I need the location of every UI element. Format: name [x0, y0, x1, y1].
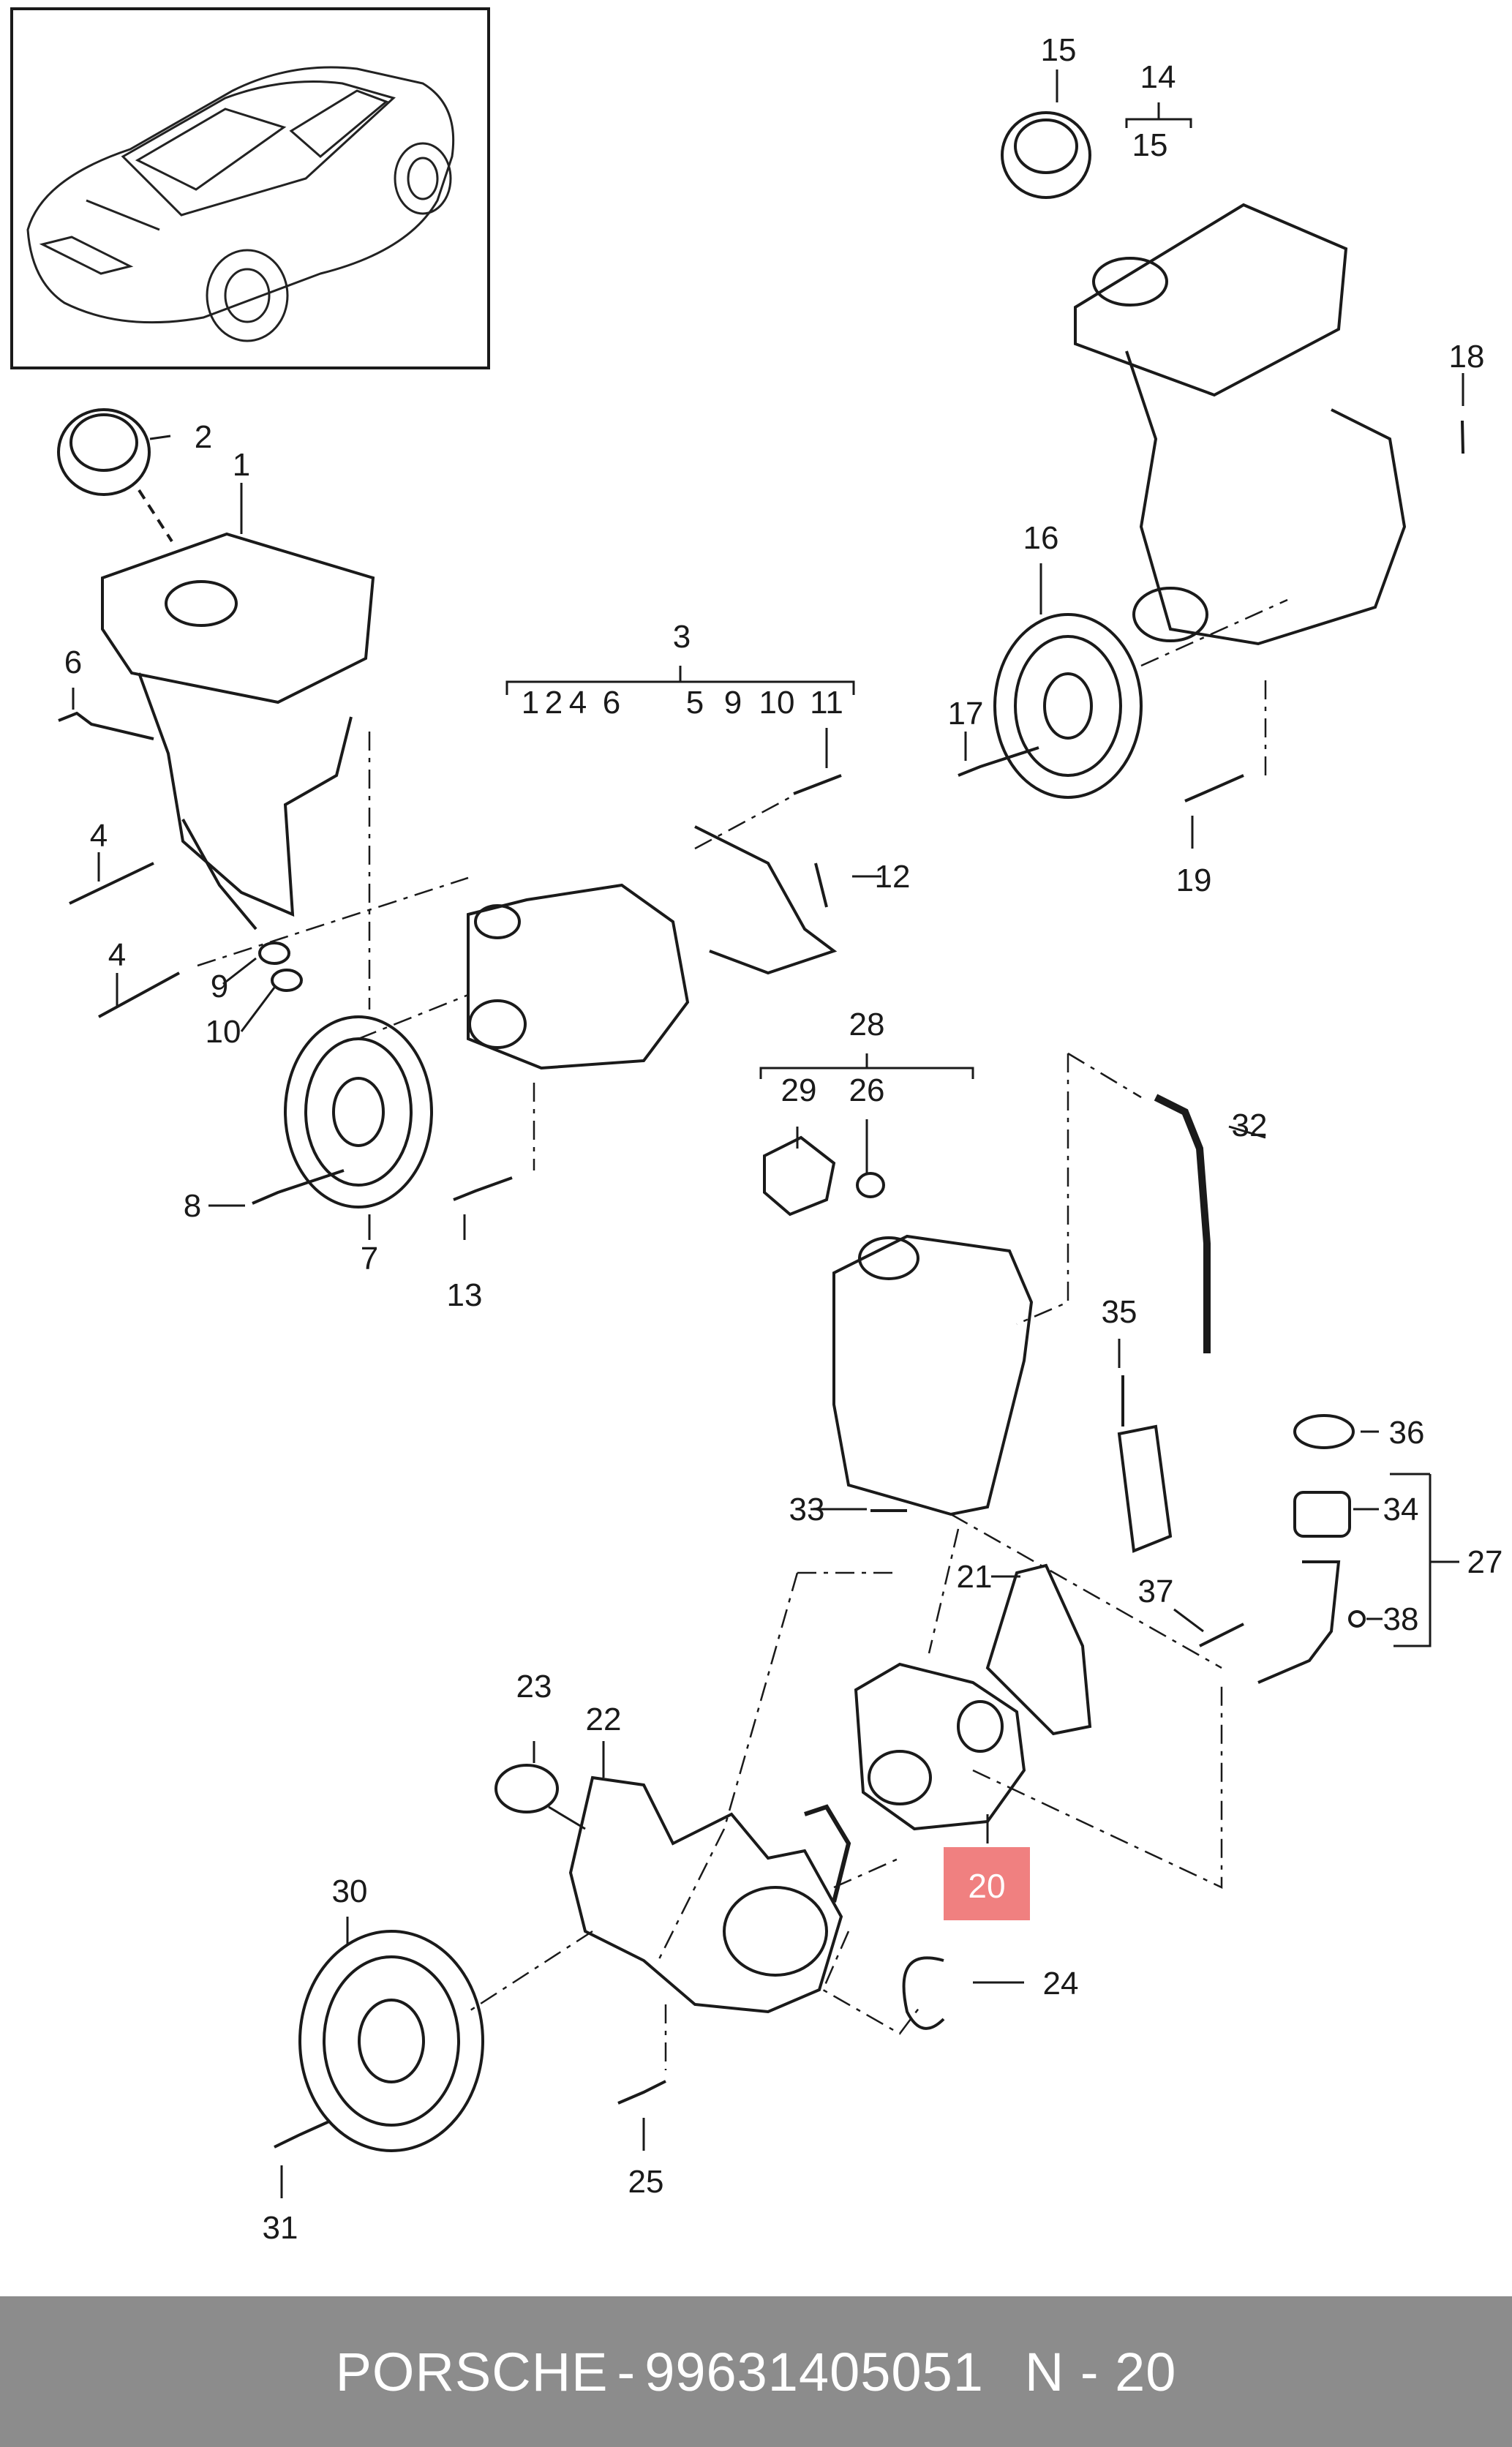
- callout-23[interactable]: 23: [516, 1669, 552, 1704]
- callout-14[interactable]: 14: [1140, 59, 1176, 95]
- callout-2[interactable]: 2: [195, 419, 212, 455]
- kit3-item-9: 9: [724, 685, 742, 721]
- brand-name: PORSCHE: [335, 2341, 609, 2402]
- callout-4b[interactable]: 4: [108, 937, 126, 973]
- highlight-box-20: [944, 1847, 1030, 1920]
- callout-15a[interactable]: 15: [1041, 32, 1077, 68]
- callout-20[interactable]: 20: [968, 1867, 1005, 1905]
- callout-5[interactable]: 5: [686, 685, 704, 721]
- kit3-item-1: 1: [522, 685, 539, 721]
- kit3-item-6: 6: [603, 685, 620, 721]
- callout-27[interactable]: 27: [1467, 1544, 1503, 1580]
- callout-32[interactable]: 32: [1232, 1108, 1268, 1143]
- callout-11[interactable]: 11: [810, 685, 843, 721]
- reservoir-part-1: [57, 408, 375, 931]
- callout-34[interactable]: 34: [1383, 1492, 1419, 1527]
- callout-4a[interactable]: 4: [90, 818, 108, 854]
- diagram-reference: N - 20: [1024, 2341, 1177, 2402]
- callout-13[interactable]: 13: [447, 1277, 483, 1313]
- pump-assembly-part-14: [1001, 111, 1407, 646]
- callout-21[interactable]: 21: [957, 1559, 993, 1595]
- callout-12[interactable]: 12: [875, 859, 911, 895]
- callout-22[interactable]: 22: [586, 1702, 622, 1737]
- exploded-view: 20 1 2 3 4 4 5 6 7 8 9 10 11 12 13 14 15…: [57, 32, 1503, 2246]
- kit3-item-2: 2: [545, 685, 563, 721]
- callout-10[interactable]: 10: [206, 1014, 241, 1050]
- callout-6[interactable]: 6: [64, 644, 82, 680]
- callout-8[interactable]: 8: [184, 1188, 201, 1224]
- part-number: 99631405051: [644, 2341, 984, 2402]
- callout-35[interactable]: 35: [1102, 1294, 1137, 1330]
- car-icon: [26, 66, 455, 342]
- callout-38[interactable]: 38: [1383, 1601, 1419, 1637]
- callout-26[interactable]: 26: [849, 1072, 885, 1108]
- callout-31[interactable]: 31: [263, 2210, 298, 2246]
- callout-24[interactable]: 24: [1043, 1966, 1079, 2001]
- callout-18[interactable]: 18: [1449, 339, 1485, 375]
- footer-separator: -: [617, 2341, 636, 2402]
- callout-37[interactable]: 37: [1138, 1574, 1174, 1609]
- callout-28[interactable]: 28: [849, 1007, 885, 1042]
- callout-25[interactable]: 25: [628, 2164, 664, 2200]
- callout-33[interactable]: 33: [789, 1492, 825, 1527]
- callout-36[interactable]: 36: [1389, 1415, 1425, 1451]
- callout-3[interactable]: 3: [673, 619, 691, 655]
- callout-19[interactable]: 19: [1176, 862, 1212, 898]
- callout-16[interactable]: 16: [1023, 520, 1059, 556]
- footer-bar: PORSCHE-99631405051 N - 20: [0, 2296, 1512, 2447]
- kit3-item-10: 10: [759, 685, 795, 721]
- callout-7[interactable]: 7: [361, 1241, 378, 1277]
- callout-15b[interactable]: 15: [1132, 127, 1168, 163]
- callout-1[interactable]: 1: [233, 447, 250, 483]
- vehicle-thumbnail: [10, 7, 490, 369]
- callout-17[interactable]: 17: [948, 696, 984, 732]
- callout-29[interactable]: 29: [781, 1072, 817, 1108]
- kit3-item-4: 4: [569, 685, 587, 721]
- callout-9[interactable]: 9: [211, 969, 228, 1004]
- footer-caption: PORSCHE-99631405051 N - 20: [331, 2341, 1181, 2403]
- callout-30[interactable]: 30: [332, 1873, 368, 1909]
